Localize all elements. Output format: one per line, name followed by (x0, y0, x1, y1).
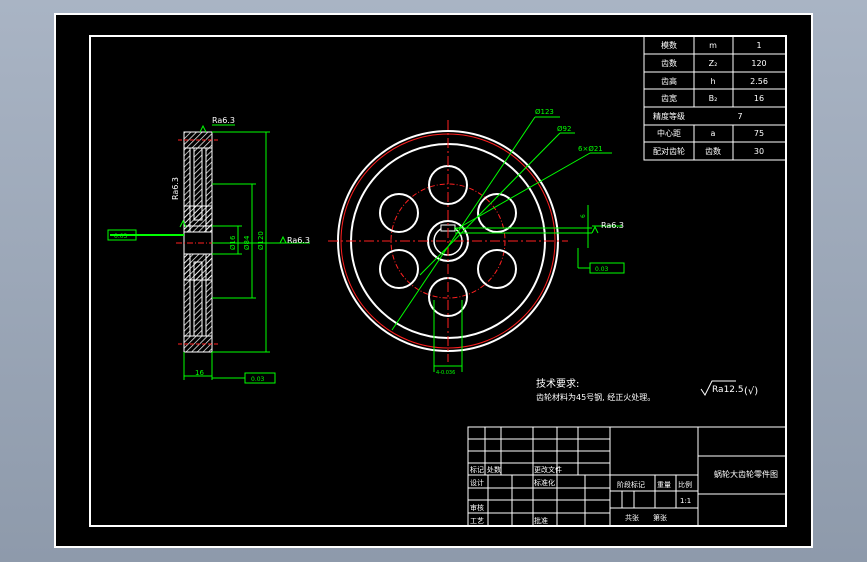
param-name: 模数 (661, 40, 677, 50)
param-value: 30 (754, 147, 764, 156)
roughness-label: Ra6.3 (287, 236, 310, 245)
drawing-name: 蜗轮大齿轮零件图 (714, 469, 778, 479)
section-dimension-labels: Ra6.3 Ra6.3 Ra6.3 Ø120 Ø84 Ø16 16 0.03 0… (114, 116, 310, 383)
notes-title: 技术要求: (536, 377, 579, 390)
dim-label: Ø16 (229, 235, 237, 250)
param-name: 齿高 (661, 76, 677, 86)
param-name: 配对齿轮 (653, 146, 685, 156)
roughness-label: Ra6.3 (601, 221, 624, 230)
tb-label: 处数 (487, 465, 501, 474)
drawing-viewport (54, 13, 813, 548)
drawing-frame (89, 35, 787, 527)
tb-label: 批准 (534, 516, 548, 525)
param-value: 2.56 (750, 77, 768, 86)
tb-label: 审核 (470, 503, 484, 512)
param-symbol: a (711, 129, 716, 138)
param-value: 16 (754, 94, 764, 103)
dim-label: Ø92 (557, 125, 571, 133)
tb-label: 重量 (657, 481, 671, 489)
general-roughness: Ra12.5 (712, 385, 744, 395)
section-dimensions (107, 124, 310, 384)
dim-label: Ø120 (257, 231, 265, 250)
roughness-label: Ra6.3 (212, 116, 235, 125)
param-rows: 模数 m 1 齿数 Z₂ 120 齿高 h 2.56 齿宽 B₂ 16 精度等级… (653, 40, 768, 156)
param-symbol: h (710, 77, 715, 86)
tb-label: 共张 (625, 513, 639, 522)
param-value: 1 (756, 41, 761, 50)
technical-notes: 技术要求: 齿轮材料为45号钢, 经正火处理。 Ra12.5 (√) (536, 377, 758, 402)
tb-label: 标准化 (534, 478, 555, 487)
tb-label: 1:1 (680, 497, 691, 505)
param-value: 75 (754, 129, 764, 138)
param-value: 120 (751, 59, 766, 68)
param-symbol: 齿数 (705, 146, 721, 156)
title-block-labels: 标记 处数 更改文件 设计 标准化 审核 工艺 批准 阶段标记 重量 比例 1:… (470, 465, 778, 525)
tb-label: 第张 (653, 513, 667, 522)
tb-label: 标记 (470, 465, 484, 474)
dim-label: 16 (195, 369, 204, 377)
title-block (467, 426, 787, 527)
param-symbol: m (709, 41, 717, 50)
general-roughness-paren: (√) (744, 386, 758, 397)
tb-label: 比例 (678, 480, 692, 489)
tb-label: 设计 (470, 478, 484, 487)
roughness-label: Ra6.3 (171, 177, 180, 200)
param-symbol: Z₂ (709, 59, 718, 68)
tolerance-label: 0.03 (114, 233, 128, 240)
param-name: 齿数 (661, 58, 677, 68)
notes-line: 齿轮材料为45号钢, 经正火处理。 (536, 392, 655, 402)
param-name: 中心距 (657, 128, 681, 138)
tb-label: 阶段标记 (617, 480, 645, 489)
gear-front-view (328, 120, 568, 362)
front-dimension-labels: Ø123 Ø92 6×Ø21 4-0.036 6 0.03 Ra6.3 (436, 108, 624, 376)
dim-label: 6×Ø21 (578, 145, 603, 153)
tb-label: 工艺 (470, 517, 484, 525)
gear-parameter-table (643, 35, 787, 161)
dim-label: Ø84 (243, 235, 251, 250)
front-leaders (391, 116, 625, 372)
param-name: 精度等级 (653, 111, 685, 121)
dim-label: 4-0.036 (436, 370, 455, 376)
dim-label: 6 (580, 214, 587, 218)
tb-label: 更改文件 (534, 465, 562, 474)
dim-label: Ø123 (535, 108, 554, 116)
gear-section-view (176, 131, 220, 353)
param-symbol: B₂ (709, 94, 718, 103)
param-name: 齿宽 (661, 93, 677, 103)
tolerance-label: 0.03 (251, 376, 265, 383)
tolerance-label: 0.03 (595, 266, 609, 273)
param-value: 7 (737, 112, 742, 121)
